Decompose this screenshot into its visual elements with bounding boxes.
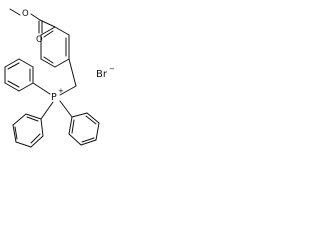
ester-o-c-bond (30, 13, 41, 21)
ring-inner-double-bond (71, 119, 75, 134)
bromide-label: Br (96, 69, 108, 80)
ester-ether-oxygen-label: O (22, 9, 29, 19)
ring-inner-double-bond (43, 56, 54, 64)
ring-bond (40, 26, 56, 36)
p-to-left-phenyl-bond (32, 82, 51, 95)
ring-bond (80, 139, 97, 146)
ester-to-ring-bond (39, 19, 56, 28)
ring-bond (40, 58, 56, 68)
methylene-linker (59, 58, 77, 96)
ch2-to-p-bond (59, 85, 77, 96)
ring-bond (4, 58, 20, 68)
ring-bond (18, 58, 34, 68)
ring-bond (68, 133, 82, 146)
ring-bond (71, 112, 88, 118)
ring-bond (25, 113, 42, 120)
ring-bond (30, 135, 44, 148)
ring-bond (40, 118, 44, 137)
ring-to-ch2-bond (68, 58, 77, 87)
ring-inner-double-bond (43, 30, 54, 38)
p-to-right-phenyl-bond (59, 100, 73, 118)
phenyl-ring-left (4, 58, 51, 95)
benzene-ring (40, 26, 70, 68)
ring-inner-double-bond (85, 115, 97, 125)
methyl-ester-group: O O (9, 8, 56, 45)
bromide-charge-label: − (109, 65, 115, 73)
phosphonium-center: P + (51, 87, 64, 103)
ring-bond (68, 116, 73, 135)
ring-bond (18, 82, 34, 92)
ring-bond (15, 141, 32, 148)
ring-bond (4, 82, 20, 92)
ring-bond (54, 58, 70, 68)
ring-bond (95, 122, 100, 141)
ring-inner-double-bond (26, 116, 39, 122)
ring-bond (12, 124, 17, 143)
bromide-counterion: Br − (96, 65, 115, 80)
ring-inner-double-bond (7, 80, 20, 88)
methyl-bond (9, 8, 21, 16)
phenyl-ring-bottom (12, 101, 54, 148)
ring-bond (12, 113, 27, 126)
phosphorus-label: P (51, 92, 57, 103)
chemical-structure: O O P + (4, 8, 115, 148)
phosphonium-charge-label: + (58, 87, 64, 95)
ring-bond (54, 26, 70, 36)
p-to-bottom-phenyl-bond (40, 101, 54, 120)
ring-inner-double-bond (7, 62, 20, 70)
ring-bond (86, 112, 100, 124)
ester-carbonyl-oxygen-label: O (36, 35, 43, 45)
ring-inner-double-bond (30, 133, 41, 144)
phenyl-ring-right (59, 100, 100, 146)
ring-inner-double-bond (81, 137, 95, 143)
ring-inner-double-bond (14, 126, 18, 140)
